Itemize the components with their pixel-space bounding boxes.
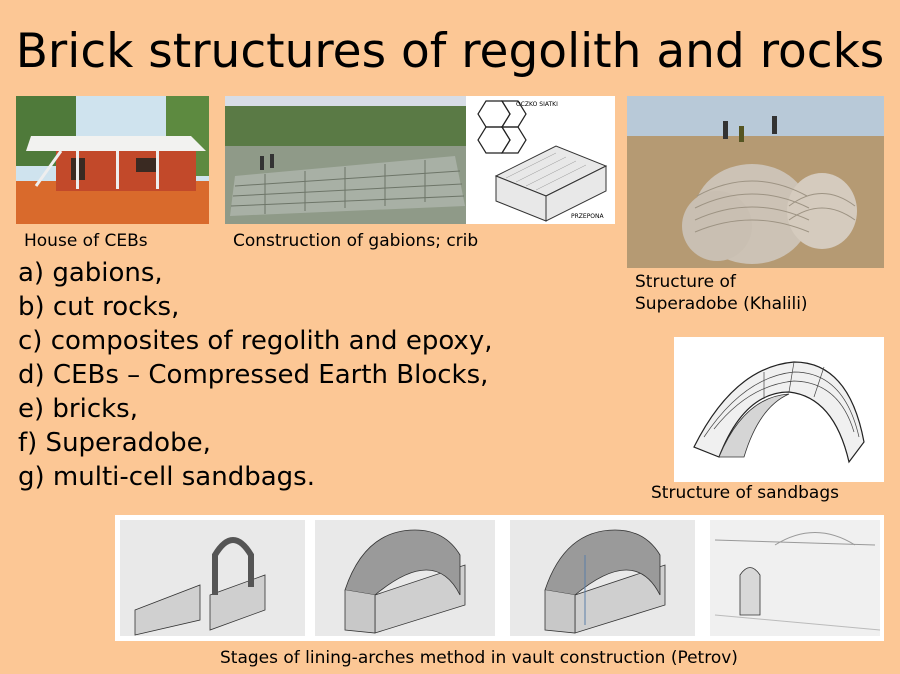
gabions-photo xyxy=(225,96,468,224)
stage-3-drawing xyxy=(510,520,695,636)
list-item: f) Superadobe, xyxy=(18,428,211,458)
list-item: c) composites of regolith and epoxy, xyxy=(18,326,493,356)
list-item: a) gabions, xyxy=(18,258,163,288)
caption-gabions: Construction of gabions; crib xyxy=(233,231,479,251)
slide-title: Brick structures of regolith and rocks xyxy=(15,24,885,79)
materials-list: a) gabions, b) cut rocks, c) composites … xyxy=(18,256,492,494)
list-item: b) cut rocks, xyxy=(18,292,180,322)
list-item: d) CEBs – Compressed Earth Blocks, xyxy=(18,360,489,390)
lining-arches-drawings xyxy=(115,515,884,641)
caption-house-cebs: House of CEBs xyxy=(24,231,148,251)
list-item: g) multi-cell sandbags. xyxy=(18,462,315,492)
stage-4-drawing xyxy=(710,520,881,636)
diagram-label-mesh: OCZKO SIATKI xyxy=(516,101,558,108)
stage-1-drawing xyxy=(120,520,305,636)
stage-2-drawing xyxy=(315,520,495,636)
list-item: e) bricks, xyxy=(18,394,138,424)
diagram-label-partition: PRZEPONA xyxy=(571,213,605,220)
sandbags-drawing xyxy=(674,337,884,482)
caption-superadobe-line1: Structure of xyxy=(635,272,736,292)
superadobe-photo xyxy=(627,96,884,268)
caption-sandbags: Structure of sandbags xyxy=(651,483,839,503)
house-cebs-photo xyxy=(16,96,209,224)
gabion-diagram: OCZKO SIATKI PRZEPONA xyxy=(466,96,615,224)
caption-superadobe-line2: Superadobe (Khalili) xyxy=(635,294,808,314)
caption-lining-arches: Stages of lining-arches method in vault … xyxy=(220,648,738,668)
